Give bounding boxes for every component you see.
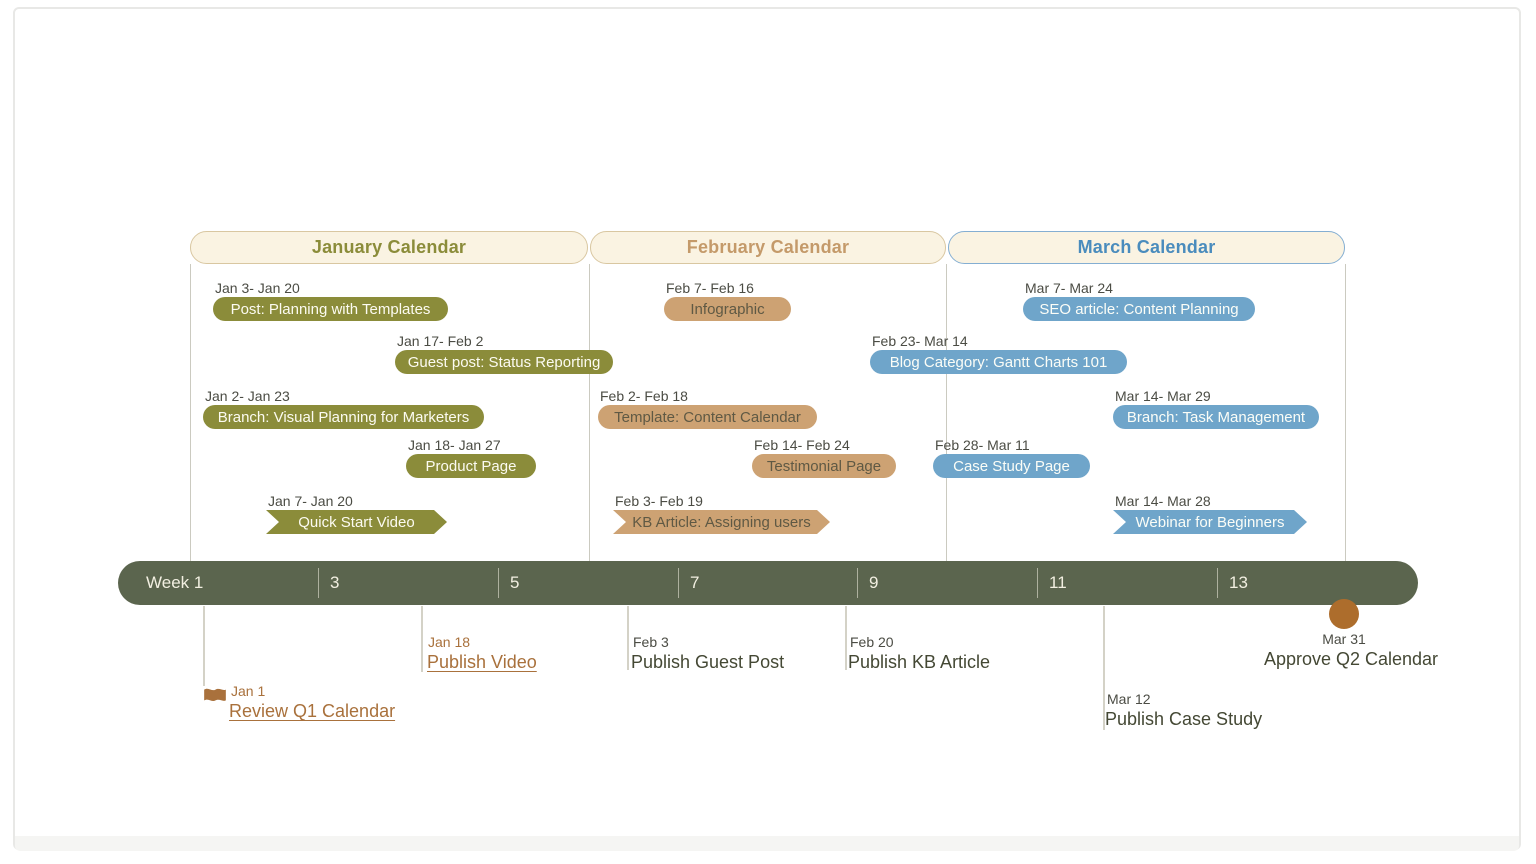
task-date-range: Feb 2- Feb 18 <box>600 388 688 404</box>
axis-tick <box>498 568 499 598</box>
task-bar-seo-article-content-planning[interactable]: SEO article: Content Planning <box>1023 297 1255 321</box>
task-bar-product-page[interactable]: Product Page <box>406 454 536 478</box>
canvas-bottom-shade <box>15 836 1519 851</box>
axis-label-week-9: 9 <box>869 573 879 592</box>
task-date-range: Jan 18- Jan 27 <box>408 437 501 453</box>
task-bar-case-study-page[interactable]: Case Study Page <box>933 454 1090 478</box>
milestone-date: Feb 20 <box>850 634 894 650</box>
task-date-range: Jan 2- Jan 23 <box>205 388 290 404</box>
axis-tick <box>1217 568 1218 598</box>
task-date-range: Mar 14- Mar 29 <box>1115 388 1211 404</box>
calendar-header-label: January Calendar <box>311 237 467 257</box>
milestone-connector <box>203 606 205 686</box>
milestone-review-q1-calendar[interactable]: Review Q1 Calendar <box>229 701 396 721</box>
calendar-header-february-calendar[interactable]: February Calendar <box>590 231 946 264</box>
milestone-connector <box>627 606 629 670</box>
task-bar-post-planning-with-templates[interactable]: Post: Planning with Templates <box>213 297 448 321</box>
milestone-publish-case-study[interactable]: Publish Case Study <box>1105 709 1263 729</box>
axis-tick <box>857 568 858 598</box>
milestone-date: Jan 1 <box>231 683 266 699</box>
task-bar-blog-category-gantt-charts-101[interactable]: Blog Category: Gantt Charts 101 <box>870 350 1127 374</box>
task-bar-guest-post-status-reporting[interactable]: Guest post: Status Reporting <box>395 350 613 374</box>
task-date-range: Mar 7- Mar 24 <box>1025 280 1113 296</box>
task-date-range: Feb 28- Mar 11 <box>935 437 1030 453</box>
milestone-date: Mar 12 <box>1107 691 1151 707</box>
calendar-header-march-calendar[interactable]: March Calendar <box>948 231 1345 264</box>
axis-tick <box>678 568 679 598</box>
task-bar-template-content-calendar[interactable]: Template: Content Calendar <box>598 405 817 429</box>
calendar-header-label: March Calendar <box>1077 237 1216 257</box>
axis-label-week-13: 13 <box>1229 573 1248 592</box>
section-divider <box>946 264 947 561</box>
milestone-circle-icon[interactable] <box>1329 599 1359 629</box>
axis-label-week-7: 7 <box>690 573 700 592</box>
milestone-connector <box>421 606 423 672</box>
task-date-range: Mar 14- Mar 28 <box>1115 493 1211 509</box>
axis-label-week-5: 5 <box>510 573 520 592</box>
section-divider <box>190 264 191 561</box>
milestone-approve-q2-calendar[interactable]: Approve Q2 Calendar <box>1263 649 1439 669</box>
task-date-range: Jan 3- Jan 20 <box>215 280 300 296</box>
milestone-connector <box>845 606 847 670</box>
task-bar-branch-visual-planning-for-marketers[interactable]: Branch: Visual Planning for Marketers <box>203 405 484 429</box>
section-divider <box>589 264 590 561</box>
calendar-header-january-calendar[interactable]: January Calendar <box>190 231 588 264</box>
task-bar-kb-article-assigning-users[interactable]: KB Article: Assigning users <box>613 510 830 534</box>
calendar-header-label: February Calendar <box>686 237 850 257</box>
axis-tick <box>1037 568 1038 598</box>
task-bar-branch-task-management[interactable]: Branch: Task Management <box>1113 405 1319 429</box>
milestone-date: Feb 3 <box>633 634 669 650</box>
task-bar-infographic[interactable]: Infographic <box>664 297 791 321</box>
task-bar-quick-start-video[interactable]: Quick Start Video <box>266 510 447 534</box>
task-bar-webinar-for-beginners[interactable]: Webinar for Beginners <box>1113 510 1307 534</box>
task-date-range: Jan 7- Jan 20 <box>268 493 353 509</box>
axis-label-week-3: 3 <box>330 573 340 592</box>
milestone-connector <box>1103 606 1105 730</box>
section-divider <box>1345 264 1346 561</box>
milestone-date: Jan 18 <box>428 634 471 650</box>
milestone-publish-video[interactable]: Publish Video <box>427 652 537 672</box>
flag-icon[interactable] <box>202 685 228 710</box>
milestone-date: Mar 31 <box>1322 631 1366 647</box>
axis-label-week-11: 11 <box>1049 573 1067 592</box>
task-date-range: Feb 23- Mar 14 <box>872 333 968 349</box>
milestone-publish-kb-article[interactable]: Publish KB Article <box>848 652 991 672</box>
timeline-axis: Week 1 3 5 7 9 11 13 <box>118 561 1418 605</box>
axis-label-week-1: Week 1 <box>146 573 204 592</box>
task-bar-testimonial-page[interactable]: Testimonial Page <box>752 454 896 478</box>
task-date-range: Feb 14- Feb 24 <box>754 437 850 453</box>
task-date-range: Feb 7- Feb 16 <box>666 280 754 296</box>
axis-tick <box>318 568 319 598</box>
milestone-publish-guest-post[interactable]: Publish Guest Post <box>631 652 785 672</box>
task-date-range: Jan 17- Feb 2 <box>397 333 484 349</box>
task-date-range: Feb 3- Feb 19 <box>615 493 703 509</box>
